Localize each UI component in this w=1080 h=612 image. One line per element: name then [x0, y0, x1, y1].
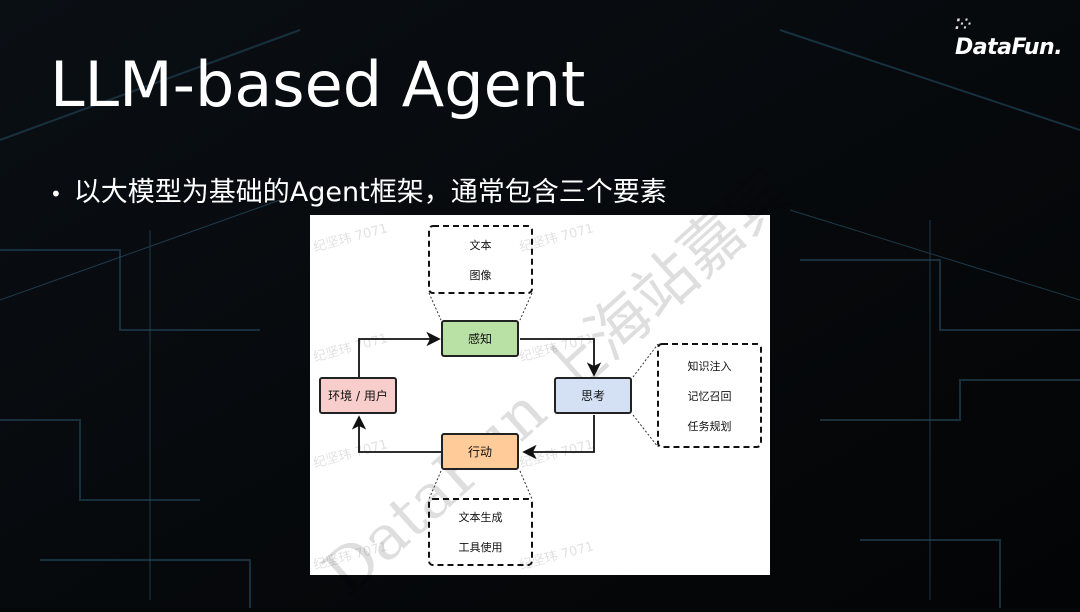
slide-title: LLM-based Agent [50, 48, 586, 121]
node-label: 环境 / 用户 [328, 389, 388, 403]
logo-text: DataFun. [955, 35, 1063, 60]
node-environment: 环境 / 用户 [319, 377, 397, 414]
bullet-dot-icon: • [50, 181, 62, 206]
arrow-perception-to-thinking [520, 338, 602, 377]
node-label: 思考 [580, 389, 605, 403]
bullet-text: 以大模型为基础的Agent框架，通常包含三个要素 [73, 177, 667, 208]
list-item: 文本生成 [458, 511, 503, 524]
thinking-details-frame [657, 343, 762, 448]
node-action: 行动 [441, 433, 519, 470]
arrow-thinking-to-action [522, 415, 595, 460]
thinking-details: 知识注入 记忆召回 任务规划 [658, 344, 761, 447]
list-item: 记忆召回 [687, 389, 732, 403]
list-item: 文本 [469, 238, 492, 252]
arrow-env-to-perception [358, 331, 441, 377]
list-item: 知识注入 [687, 359, 732, 373]
list-item: 图像 [469, 268, 492, 282]
node-thinking: 思考 [554, 377, 632, 414]
logo-dots-icon: ⁚⁘ [955, 17, 972, 33]
agent-framework-diagram: 纪坚玮 7071 纪坚玮 7071 纪坚玮 7071 纪坚玮 7071 纪坚玮 … [309, 153, 805, 609]
arrow-action-to-env [351, 415, 441, 453]
node-label: 感知 [467, 332, 492, 346]
list-item: 任务规划 [687, 419, 732, 433]
diagram-connectors [351, 225, 762, 566]
list-item: 工具使用 [458, 541, 503, 554]
perception-inputs-frame [428, 225, 533, 294]
action-outputs: 文本生成 工具使用 [429, 499, 532, 565]
slide-bullet: • 以大模型为基础的Agent框架，通常包含三个要素 [50, 170, 667, 209]
node-perception: 感知 [441, 320, 519, 357]
action-outputs-frame [428, 498, 533, 566]
perception-inputs: 文本 图像 [429, 226, 532, 293]
datafun-logo: ⁚⁘ DataFun. [955, 10, 1080, 60]
node-label: 行动 [467, 445, 492, 459]
